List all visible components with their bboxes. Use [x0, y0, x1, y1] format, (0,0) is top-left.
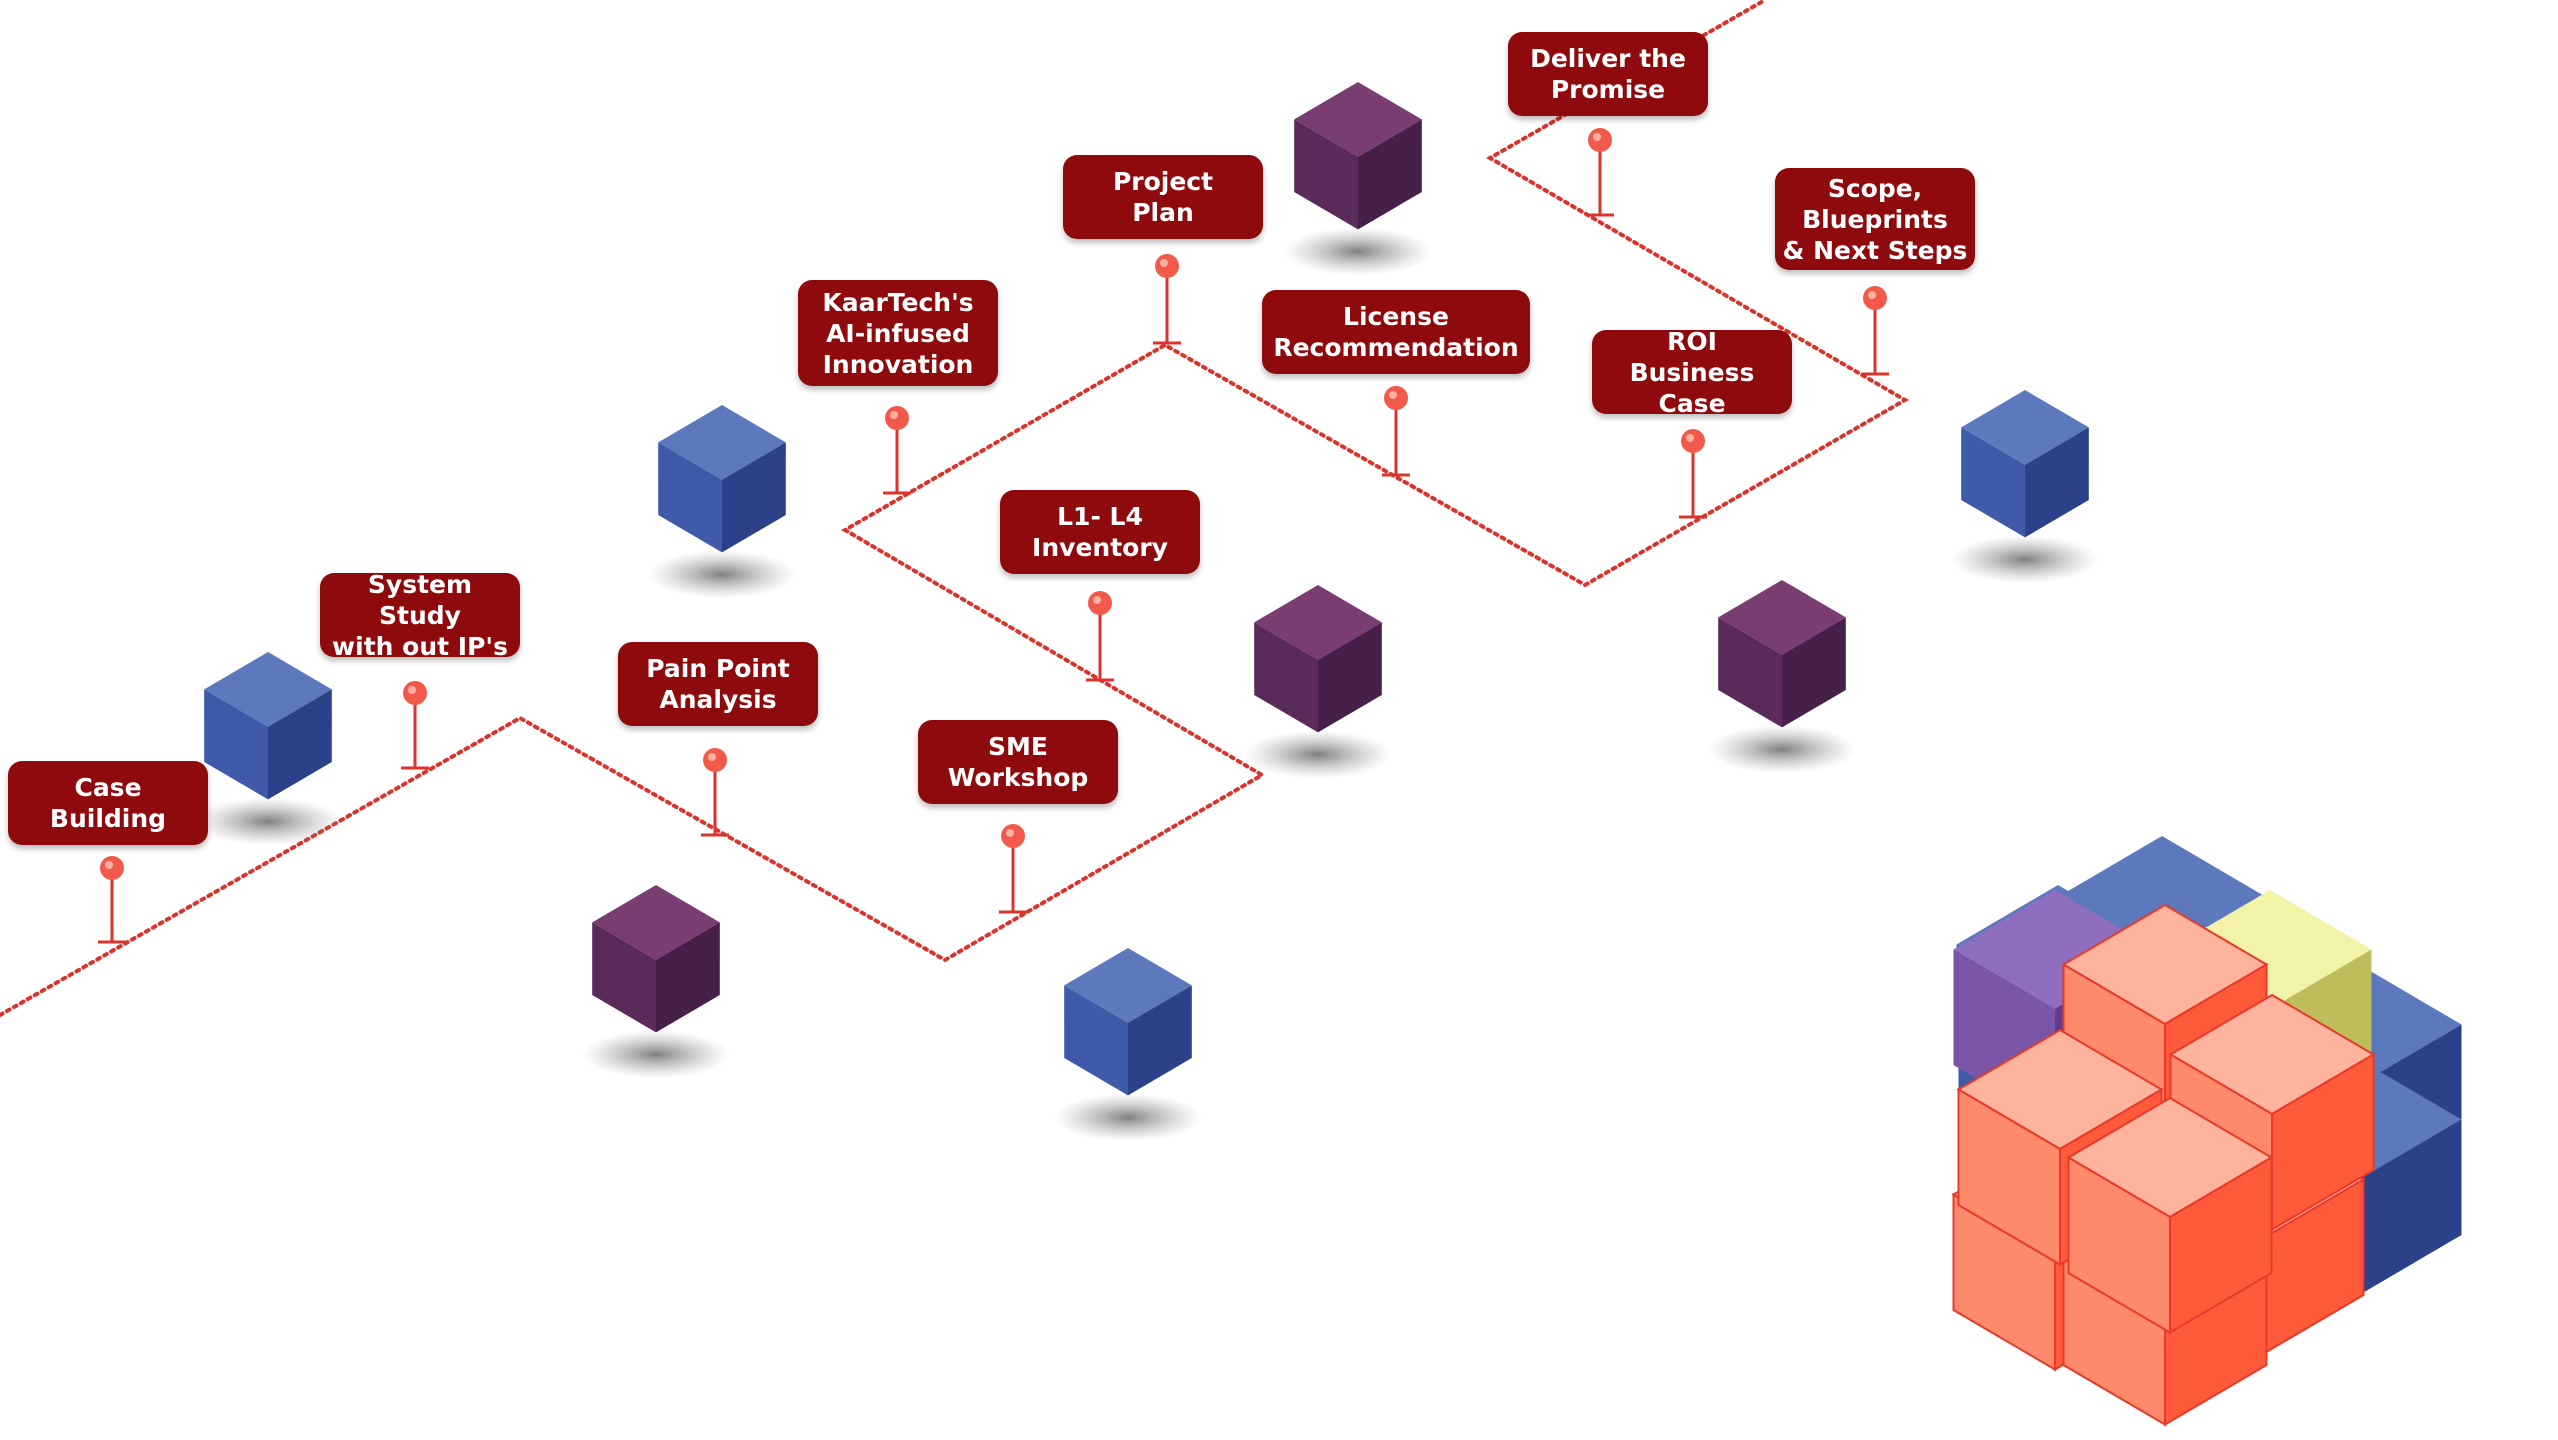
pin-kaartech: [883, 406, 911, 495]
orange-cube: [2066, 1096, 2274, 1335]
purple-cube: [1707, 580, 1857, 774]
blue-cube: [193, 652, 343, 846]
step-label-deliver: Deliver the Promise: [1508, 32, 1708, 116]
step-label-case-building: Case Building: [8, 761, 208, 845]
pin-pain-point: [701, 748, 729, 837]
pin-l1-l4: [1086, 591, 1114, 682]
pin-group: [98, 128, 1889, 944]
step-label-license: License Recommendation: [1262, 290, 1530, 374]
blue-cube: [1950, 390, 2100, 584]
pin-project-plan: [1153, 254, 1181, 345]
purple-cube: [1243, 585, 1393, 779]
step-label-pain-point: Pain Point Analysis: [618, 642, 818, 726]
pin-case-building: [98, 856, 126, 944]
pin-system-study: [401, 681, 429, 770]
step-label-roi: ROI Business Case: [1592, 327, 1792, 418]
step-label-sme-workshop: SME Workshop: [918, 720, 1118, 804]
purple-cube: [581, 885, 731, 1079]
blue-cube: [1053, 948, 1203, 1142]
step-label-scope: Scope, Blueprints & Next Steps: [1775, 168, 1975, 270]
pin-sme-workshop: [999, 824, 1027, 914]
cube-cluster-illustration: [1951, 836, 2462, 1427]
pin-scope: [1861, 286, 1889, 376]
step-label-system-study: System Study with out IP's: [320, 570, 520, 661]
purple-cube: [1283, 82, 1433, 276]
roadmap-path: [0, 0, 1909, 1017]
step-label-project-plan: Project Plan: [1063, 155, 1263, 239]
pin-roi: [1679, 429, 1707, 519]
pin-license: [1382, 386, 1410, 477]
pin-deliver: [1586, 128, 1614, 217]
step-label-l1-l4: L1- L4 Inventory: [1000, 490, 1200, 574]
step-label-kaartech: KaarTech's AI-infused Innovation: [798, 280, 998, 386]
blue-cube: [647, 405, 797, 599]
cube-group: [193, 82, 2100, 1142]
